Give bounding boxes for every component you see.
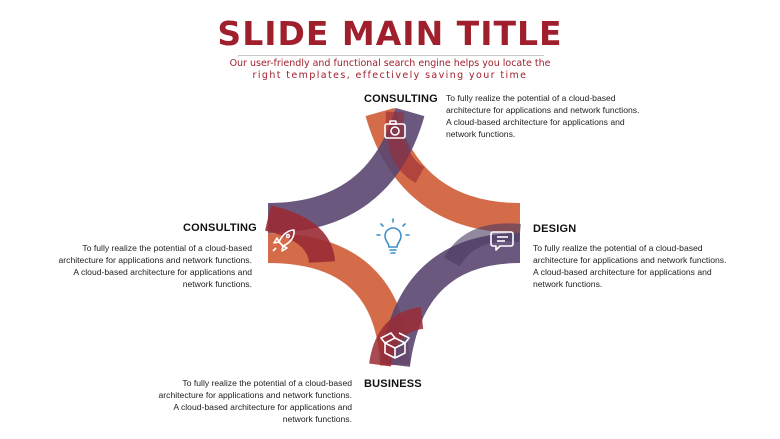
chat-icon [490, 231, 514, 251]
subtitle-line-1: Our user-friendly and functional search … [229, 58, 551, 69]
subtitle-line-2: right templates, effectively saving your… [252, 70, 528, 81]
slide-subtitle: Our user-friendly and functional search … [200, 58, 580, 82]
camera-icon [384, 120, 406, 139]
desc-business: To fully realize the potential of a clou… [158, 378, 352, 424]
lightbulb-icon [376, 218, 410, 254]
petal-bottom-red [369, 307, 424, 367]
desc-design: To fully realize the potential of a clou… [533, 243, 727, 289]
desc-consulting-left: To fully realize the potential of a clou… [58, 243, 252, 289]
heading-consulting-left: CONSULTING [183, 222, 257, 234]
rocket-icon [272, 229, 295, 252]
petal-left-red [264, 205, 335, 264]
slide-title: SLIDE MAIN TITLE [217, 14, 563, 53]
desc-consulting-top: To fully realize the potential of a clou… [446, 93, 640, 139]
box-icon [380, 332, 410, 359]
petal-bottom-right [380, 233, 521, 368]
heading-design: DESIGN [533, 223, 577, 235]
star-petals [264, 107, 521, 368]
title-divider [238, 55, 544, 56]
heading-business: BUSINESS [364, 378, 422, 390]
heading-consulting-top: CONSULTING [364, 93, 438, 105]
